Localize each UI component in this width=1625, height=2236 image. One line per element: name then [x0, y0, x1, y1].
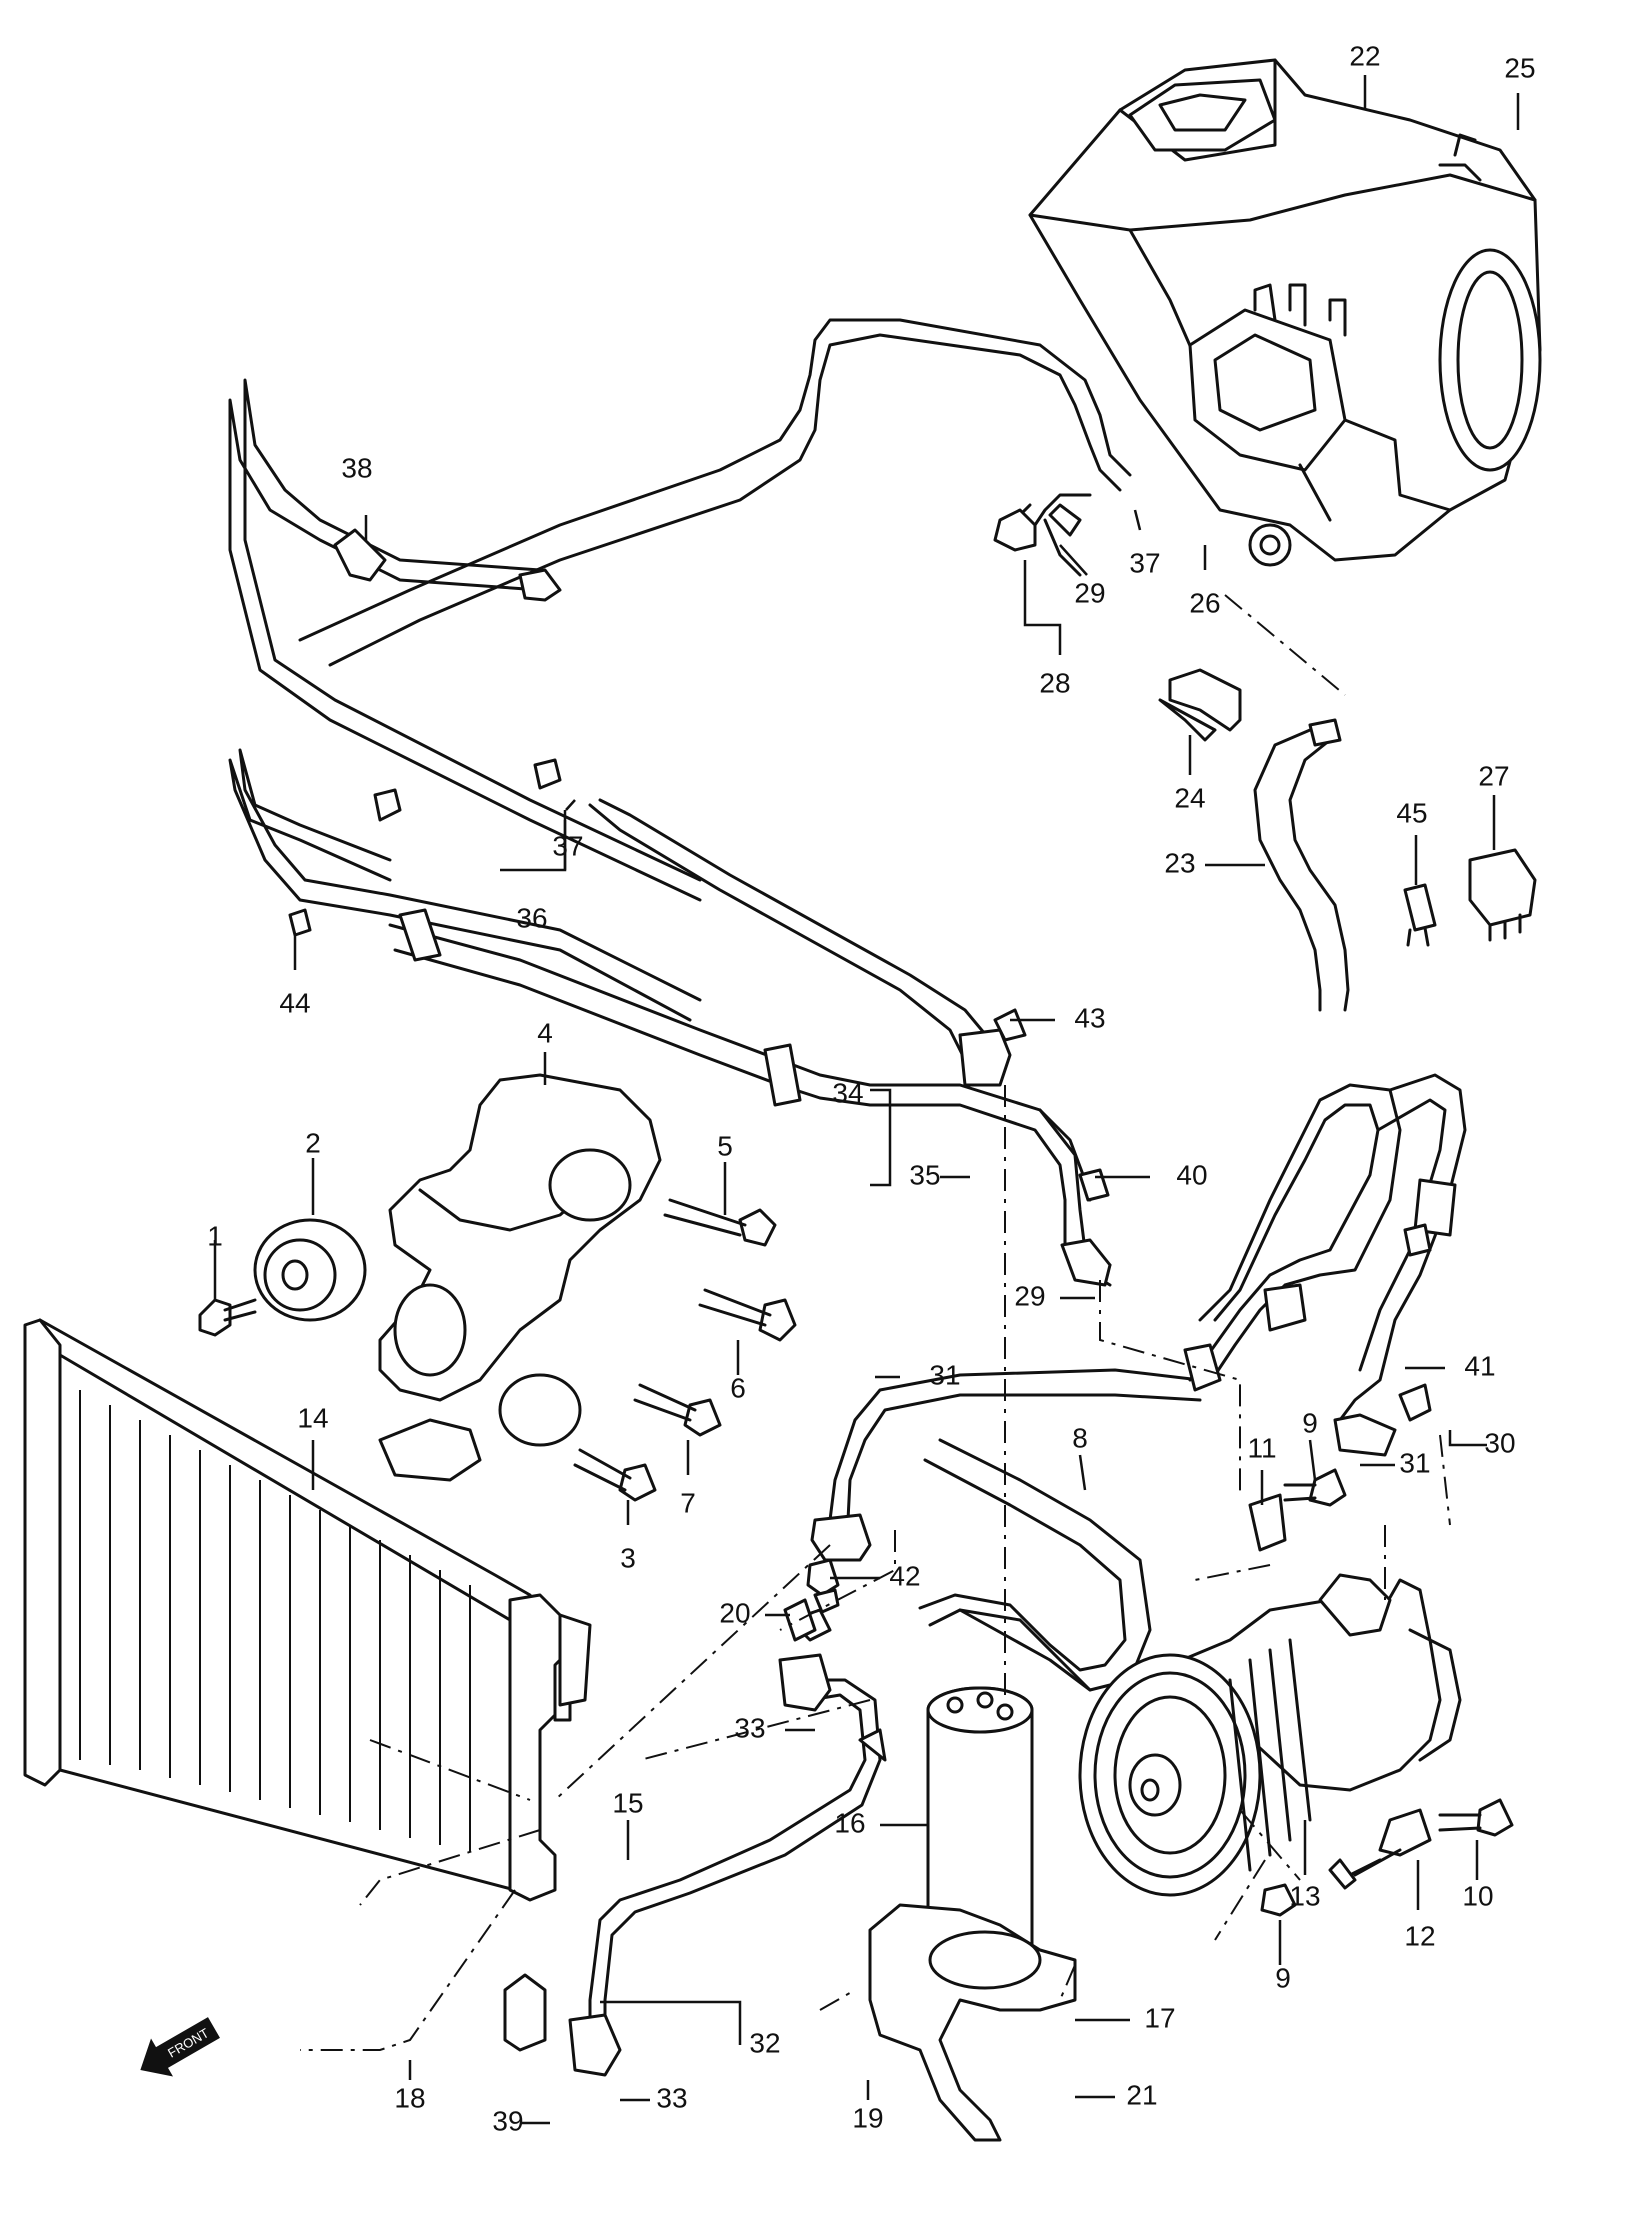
callout-15: 15	[612, 1787, 643, 1818]
receiver-bracket	[868, 1903, 1077, 2142]
callout-33-lower: 33	[656, 2082, 687, 2113]
callout-1: 1	[207, 1220, 223, 1251]
callout-45: 45	[1396, 797, 1427, 828]
front-direction-arrow: FRONT	[140, 2017, 220, 2077]
callout-31-lower: 31	[1399, 1447, 1430, 1478]
callout-33-upper: 33	[734, 1712, 765, 1743]
drive-belt	[918, 1438, 1152, 1692]
callout-19: 19	[852, 2102, 883, 2133]
callout-7: 7	[680, 1487, 696, 1518]
callout-41: 41	[1464, 1350, 1495, 1381]
condenser	[23, 1318, 592, 2052]
compressor	[1078, 1573, 1462, 1897]
callout-17: 17	[1144, 2002, 1175, 2033]
callout-3: 3	[620, 1542, 636, 1573]
callout-35: 35	[909, 1159, 940, 1190]
callout-5: 5	[717, 1130, 733, 1161]
callout-18: 18	[394, 2082, 425, 2113]
callout-44: 44	[279, 987, 310, 1018]
callout-6: 6	[730, 1372, 746, 1403]
relay	[1468, 848, 1537, 942]
pipe-fittings	[1248, 1493, 1432, 1890]
drain-hose	[1253, 718, 1350, 1012]
callout-27: 27	[1478, 760, 1509, 791]
callout-23: 23	[1164, 847, 1195, 878]
callout-21: 21	[1126, 2079, 1157, 2110]
idler-pulley	[253, 1218, 367, 1322]
callout-11: 11	[1247, 1432, 1276, 1463]
callout-43: 43	[1074, 1002, 1105, 1033]
callout-9-lower: 9	[1275, 1962, 1291, 1993]
callout-30: 30	[1484, 1427, 1515, 1458]
hose-clamp	[1158, 668, 1242, 742]
callout-10: 10	[1462, 1880, 1493, 1911]
callout-32: 32	[749, 2027, 780, 2058]
callout-40: 40	[1176, 1159, 1207, 1190]
reference-lines	[300, 594, 1451, 2051]
callout-24: 24	[1174, 782, 1205, 813]
evaporator-unit	[1028, 58, 1542, 567]
callout-25: 25	[1504, 52, 1535, 83]
callout-36: 36	[516, 902, 547, 933]
callout-37-upper: 37	[1129, 547, 1160, 578]
callout-39: 39	[492, 2105, 523, 2136]
callout-34: 34	[832, 1077, 863, 1108]
compressor-bracket	[378, 1073, 662, 1482]
clips	[288, 503, 1082, 937]
callout-29-upper: 29	[1074, 577, 1105, 608]
callout-28: 28	[1039, 667, 1070, 698]
callout-31-upper: 31	[929, 1359, 960, 1390]
leader-lines	[213, 75, 1520, 2125]
callout-29-lower: 29	[1014, 1280, 1045, 1311]
callout-26: 26	[1189, 587, 1220, 618]
receiver-dryer	[926, 1686, 1034, 1974]
callout-labels: 1 2 3 4 5 6 7 8 9 9 10 11 12 13 14 15 16…	[207, 40, 1535, 2136]
callout-38: 38	[341, 452, 372, 483]
callout-12: 12	[1404, 1920, 1435, 1951]
callout-16: 16	[834, 1807, 865, 1838]
callout-2: 2	[305, 1127, 321, 1158]
callout-8: 8	[1072, 1422, 1088, 1453]
condenser-fins	[79, 1390, 471, 1852]
ac-pipes	[228, 318, 1467, 2077]
callout-9-upper: 9	[1302, 1407, 1318, 1438]
callout-22: 22	[1349, 40, 1380, 71]
callout-4: 4	[537, 1017, 553, 1048]
callout-20: 20	[719, 1597, 750, 1628]
callout-42: 42	[889, 1560, 920, 1591]
bolts	[198, 1008, 1514, 1917]
callout-14: 14	[297, 1402, 328, 1433]
fuse	[1403, 883, 1437, 947]
callout-37-lower: 37	[552, 830, 583, 861]
callout-13: 13	[1289, 1880, 1320, 1911]
